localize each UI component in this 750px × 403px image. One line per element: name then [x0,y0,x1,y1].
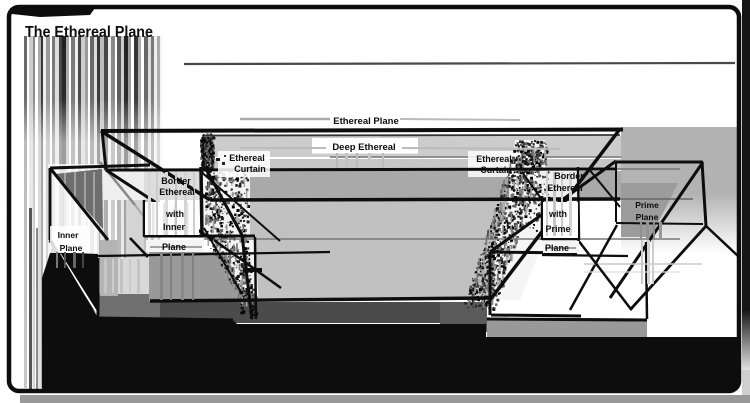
svg-text:Prime: Prime [635,200,659,210]
svg-text:Plane: Plane [636,212,659,222]
svg-text:Ethereal: Ethereal [159,187,195,197]
svg-text:with: with [165,209,184,219]
svg-text:Ethereal: Ethereal [476,154,512,164]
svg-text:Ethereal: Ethereal [229,153,265,163]
svg-text:Border: Border [554,171,584,181]
svg-text:Border: Border [161,176,191,186]
svg-text:Ethereal: Ethereal [547,183,583,193]
svg-text:Ethereal Plane: Ethereal Plane [333,116,398,127]
svg-text:Deep Ethereal: Deep Ethereal [332,142,395,153]
svg-text:Curtain: Curtain [234,164,266,174]
svg-text:Prime: Prime [545,224,570,234]
svg-text:Curtain: Curtain [480,165,512,175]
svg-text:Plane: Plane [545,243,569,253]
svg-text:Plane: Plane [162,242,186,252]
svg-text:Inner: Inner [58,230,79,240]
svg-text:Inner: Inner [163,222,186,232]
svg-text:with: with [548,209,567,219]
svg-text:Plane: Plane [60,243,83,253]
svg-text:The Ethereal Plane: The Ethereal Plane [25,24,153,41]
